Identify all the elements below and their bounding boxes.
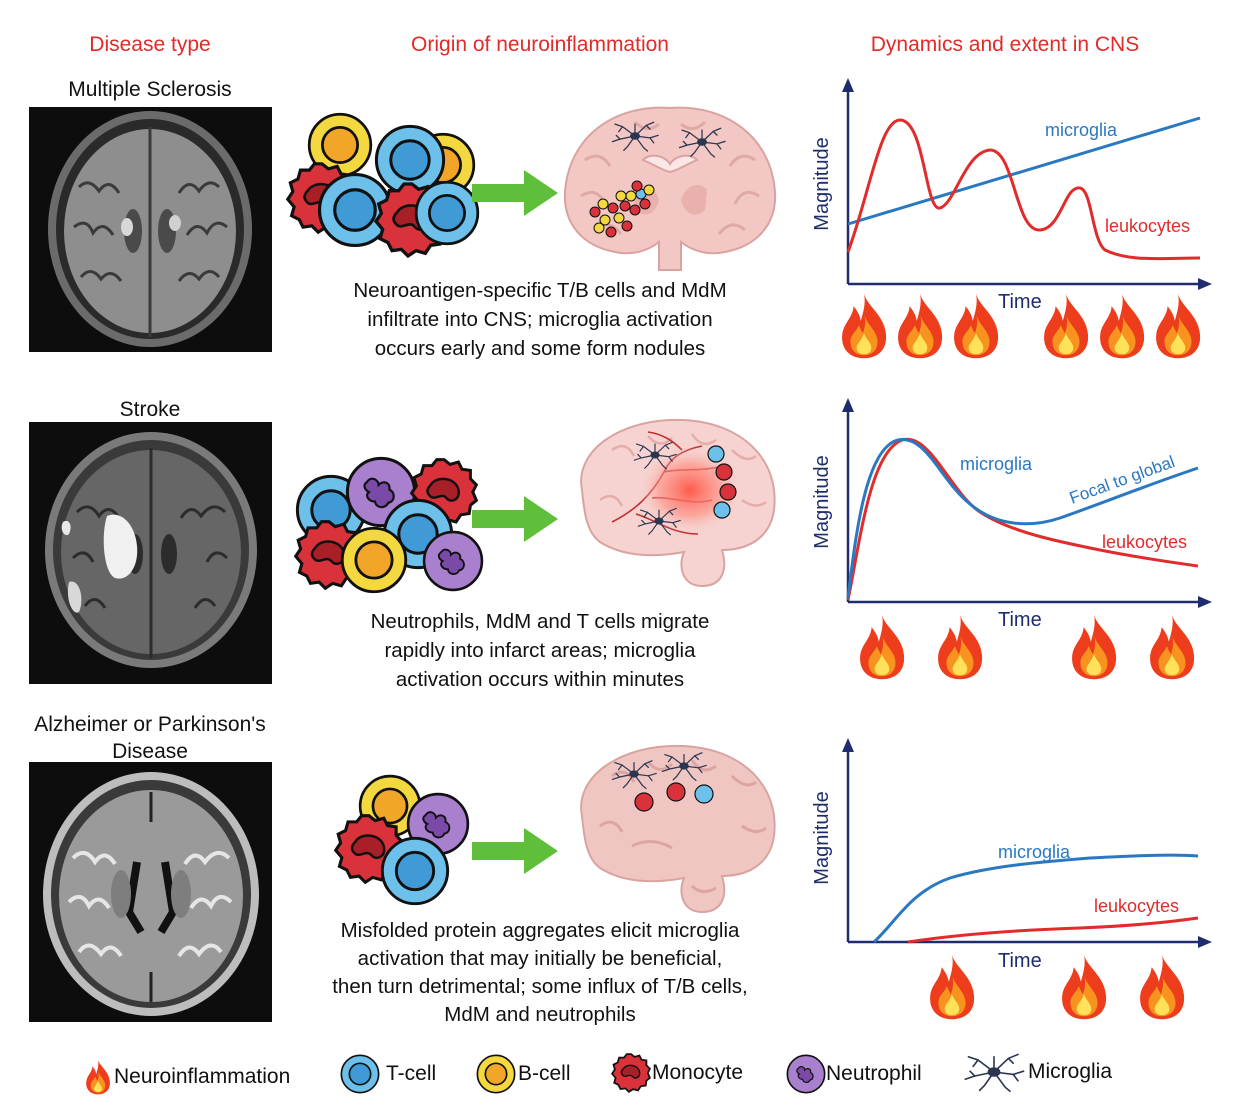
legend-label-neutrophil: Neutrophil [826, 1062, 922, 1085]
graph-stroke-microglia-label: microglia [960, 454, 1033, 474]
description-ad-pd-line-4: MdM and neutrophils [444, 1003, 636, 1026]
arrow-ad-pd [472, 828, 558, 874]
description-ms-line-3: occurs early and some form nodules [374, 337, 706, 360]
disease-name-ad-pd-line-1: Alzheimer or Parkinson's [34, 713, 266, 736]
description-ms-line-2: infiltrate into CNS; microglia activatio… [367, 308, 713, 331]
graph-ad-pd-ylabel: Magnitude [811, 791, 833, 884]
legend-label-tcell: T-cell [386, 1062, 437, 1085]
description-stroke-line-2: rapidly into infarct areas; microglia [384, 639, 696, 662]
legend-item-bcell: B-cell [476, 1054, 571, 1094]
graph-ad-pd-flames [930, 954, 1185, 1020]
legend-item-neuroinflammation: Neuroinflammation [84, 1058, 290, 1096]
graph-stroke-xlabel: Time [998, 609, 1042, 631]
description-ms-line-1: Neuroantigen-specific T/B cells and MdM [353, 279, 727, 302]
bcell-icon [476, 1054, 516, 1094]
brain-lateral-stroke [580, 418, 776, 588]
disease-name-ad-pd-line-2: Disease [112, 740, 188, 763]
graph-ad-pd-leukocytes-label: leukocytes [1094, 896, 1179, 916]
graph-ms-xlabel: Time [998, 291, 1042, 313]
graph-ad-pd: Magnitude Time microglia leukocytes [811, 738, 1212, 1020]
graph-ms-microglia-label: microglia [1045, 120, 1118, 140]
description-ad-pd-line-2: activation that may initially be benefic… [357, 947, 723, 970]
legend-item-tcell: T-cell [340, 1054, 436, 1094]
disease-name-stroke: Stroke [119, 398, 181, 421]
legend-item-neutrophil: Neutrophil [786, 1054, 922, 1094]
description-stroke: Neutrophils, MdM and T cells migrate rap… [290, 607, 790, 694]
graph-ad-pd-xlabel: Time [998, 950, 1042, 972]
legend-label-microglia: Microglia [1028, 1060, 1113, 1083]
graph-stroke-leukocytes-label: leukocytes [1102, 532, 1187, 552]
graph-ad-pd-microglia-curve [872, 853, 1199, 944]
description-ad-pd-line-1: Misfolded protein aggregates elicit micr… [340, 919, 740, 942]
legend-label-monocyte: Monocyte [652, 1061, 744, 1084]
graph-ms-leukocytes-curve [846, 118, 1201, 261]
mri-image-ad-pd [29, 762, 272, 1022]
cell-cluster-ad-pd [334, 774, 470, 906]
arrow-stroke [472, 496, 558, 542]
brain-coronal-ms [563, 106, 777, 271]
description-stroke-line-1: Neutrophils, MdM and T cells migrate [370, 610, 710, 633]
graph-ms-leukocytes-label: leukocytes [1105, 216, 1190, 236]
graph-stroke: Magnitude Time microglia Focal to global… [811, 398, 1212, 680]
graph-ad-pd-leukocytes-curve [907, 916, 1199, 944]
graph-ms-microglia-curve [847, 116, 1201, 226]
tcell-icon [340, 1054, 380, 1094]
legend-item-monocyte: Monocyte [610, 1052, 743, 1094]
header-dynamics: Dynamics and extent in CNS [870, 33, 1140, 56]
disease-name-ms: Multiple Sclerosis [68, 78, 232, 101]
mri-image-stroke [29, 422, 272, 684]
graph-ms: Magnitude Time microglia leukocytes [811, 78, 1212, 359]
description-ad-pd: Misfolded protein aggregates elicit micr… [280, 917, 800, 1029]
legend-label-neuroinflammation: Neuroinflammation [114, 1065, 291, 1088]
disease-name-ad-pd: Alzheimer or Parkinson's Disease [10, 711, 290, 765]
brain-lateral-ad-pd [580, 744, 776, 914]
legend: Neuroinflammation T-cell B-cell Monocyte… [0, 1052, 1248, 1108]
monocyte-icon [611, 1053, 651, 1093]
description-ad-pd-line-3: then turn detrimental; some influx of T/… [332, 975, 748, 998]
legend-item-microglia: Microglia [962, 1052, 1112, 1092]
arrow-ms [472, 170, 558, 216]
header-disease-type: Disease type [89, 33, 211, 56]
cell-cluster-ms [286, 112, 480, 258]
graph-ad-pd-microglia-label: microglia [998, 842, 1071, 862]
graph-ms-ylabel: Magnitude [811, 137, 833, 230]
cell-cluster-stroke [294, 456, 484, 594]
flame-icon [86, 1059, 110, 1095]
description-stroke-line-3: activation occurs within minutes [395, 668, 685, 691]
microglia-icon [964, 1053, 1025, 1092]
graph-stroke-microglia-curve [846, 438, 1199, 599]
mri-image-ms [29, 107, 272, 352]
legend-label-bcell: B-cell [518, 1062, 571, 1085]
header-origin: Origin of neuroinflammation [411, 33, 669, 56]
graph-stroke-ylabel: Magnitude [811, 455, 833, 548]
description-ms: Neuroantigen-specific T/B cells and MdM … [290, 276, 790, 363]
neutrophil-icon [786, 1054, 826, 1094]
